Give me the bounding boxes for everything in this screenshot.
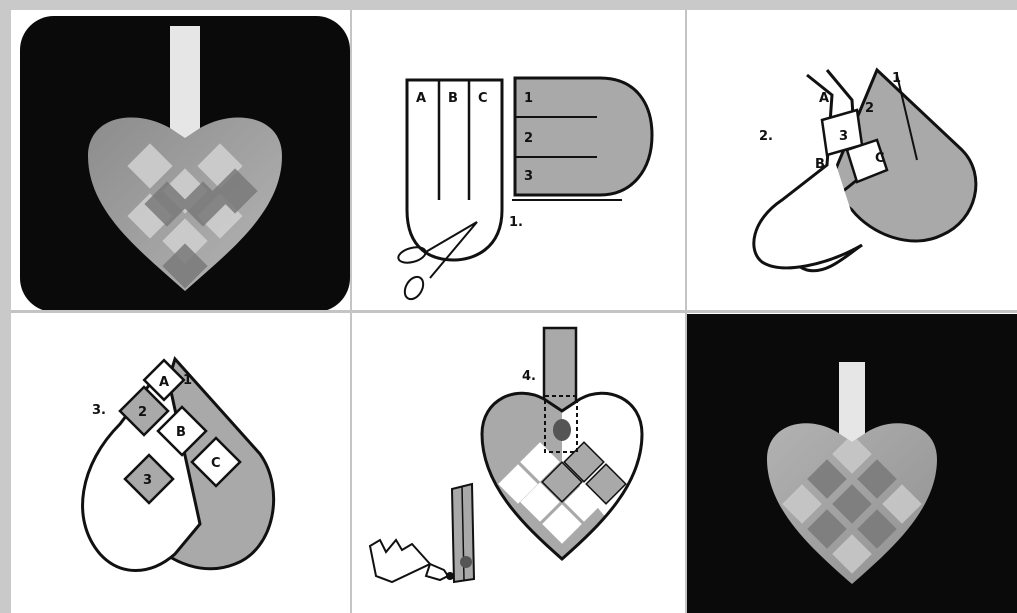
step-2-label-b: B xyxy=(815,157,825,172)
step-3-label-b: B xyxy=(176,425,186,440)
white-paper-strip xyxy=(407,80,502,260)
step-4-panel: 4. xyxy=(352,314,685,613)
woven-heart-photo-top xyxy=(20,16,350,312)
slit-label-1: 1 xyxy=(524,91,533,106)
step-3-label-a: A xyxy=(159,375,169,390)
glue-spot xyxy=(553,419,571,441)
strip-label-a: A xyxy=(416,91,426,106)
step-2-panel: A B C 1 2 3 2. xyxy=(687,10,1017,310)
gray-paper-strip xyxy=(515,78,652,195)
divider-horizontal xyxy=(11,310,1017,313)
step-1-number: 1. xyxy=(509,215,523,230)
loose-hanger-strip xyxy=(452,484,474,582)
glue-tube-icon xyxy=(370,540,453,582)
slit-label-3: 3 xyxy=(524,169,533,184)
step-3-label-2: 2 xyxy=(138,405,147,420)
photo-panel-bottom-right xyxy=(687,314,1017,613)
step-3-panel: A B C 1 2 3 3. xyxy=(20,314,350,613)
step-3-number: 3. xyxy=(92,403,106,418)
step-3-label-3: 3 xyxy=(143,473,152,488)
step-2-label-a: A xyxy=(819,91,829,106)
step-4-number: 4. xyxy=(522,369,536,384)
step-2-label-3: 3 xyxy=(839,129,848,144)
step-2-diagram: A B C 1 2 3 2. xyxy=(687,10,1017,310)
step-2-label-2: 2 xyxy=(865,101,874,116)
step-2-label-1: 1 xyxy=(892,71,901,86)
slit-label-2: 2 xyxy=(524,131,533,146)
step-3-label-c: C xyxy=(211,456,221,471)
frame-border-top xyxy=(0,0,1017,10)
hanging-ribbon xyxy=(170,26,200,146)
step-1-diagram: A B C 1 2 3 1. xyxy=(352,10,685,310)
woven-heart-photo-bottom xyxy=(687,314,1017,613)
step-1-panel: A B C 1 2 3 1. xyxy=(352,10,685,310)
step-4-diagram: 4. xyxy=(352,314,685,613)
strip-label-b: B xyxy=(448,91,458,106)
divider-vertical-1 xyxy=(350,10,352,613)
step-3-diagram: A B C 1 2 3 3. xyxy=(20,314,350,613)
hanging-ribbon xyxy=(839,362,865,442)
divider-vertical-2 xyxy=(685,10,687,613)
step-2-label-c: C xyxy=(875,151,885,166)
step-2-number: 2. xyxy=(759,129,773,144)
frame-border-left xyxy=(0,0,11,613)
strip-label-c: C xyxy=(478,91,488,106)
photo-panel-top-left xyxy=(20,16,350,312)
step-3-label-1: 1 xyxy=(183,373,192,388)
